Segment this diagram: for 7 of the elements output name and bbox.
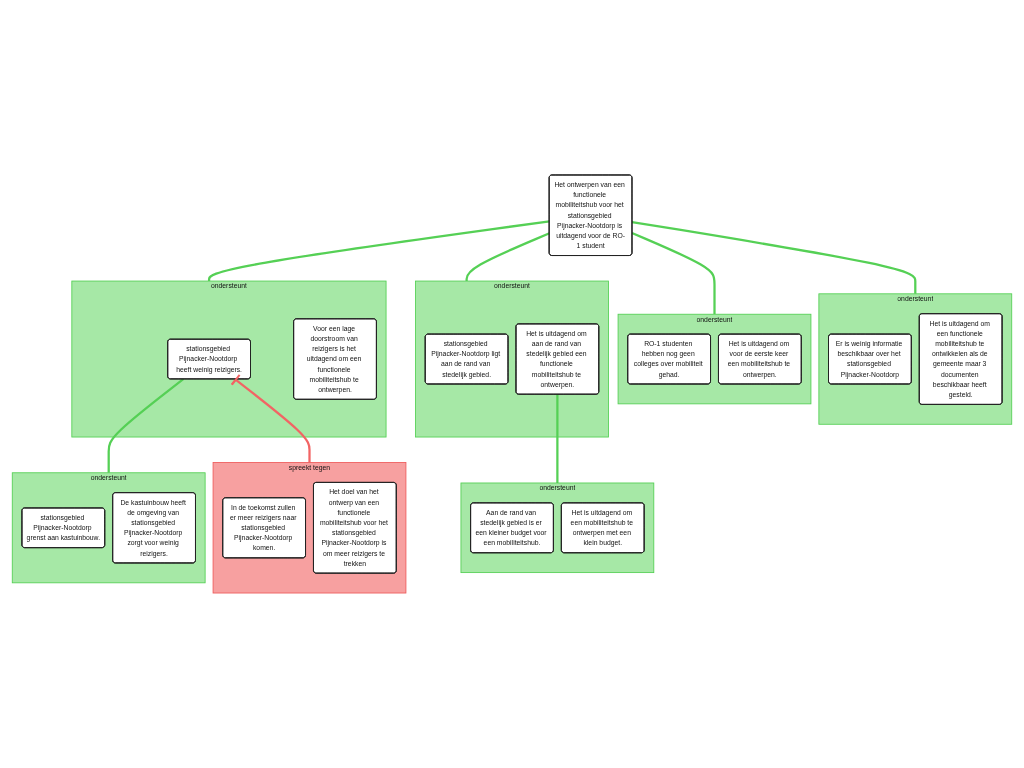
connector: [631, 231, 716, 315]
connector: [465, 232, 550, 282]
connector: [107, 378, 185, 473]
connector: [207, 220, 550, 282]
connector: [631, 220, 917, 294]
connector: [230, 373, 311, 463]
connector: [556, 394, 559, 483]
